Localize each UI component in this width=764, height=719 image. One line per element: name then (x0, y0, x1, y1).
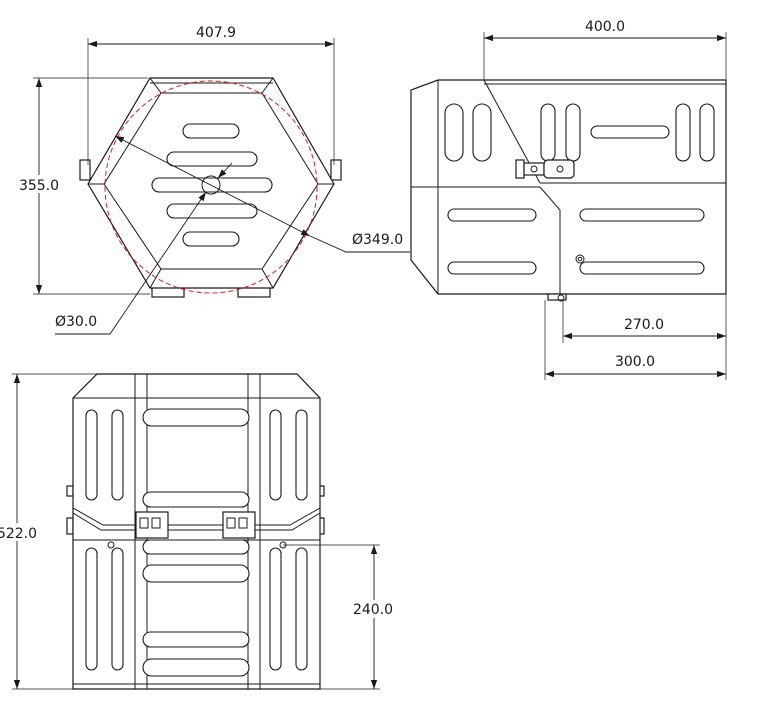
bottom-slot (142, 408, 250, 427)
bottom-slot (142, 564, 250, 583)
side-slot (447, 261, 537, 275)
dim-line-hole (55, 191, 207, 335)
dim-hole-diameter: Ø30.0 (55, 314, 97, 330)
front-view (79, 77, 342, 298)
front-slot (182, 231, 240, 247)
bottom-slot (85, 547, 98, 671)
bottom-dimensions: 522.0 240.0 (0, 373, 396, 690)
dim-width-front: 407.9 (196, 25, 236, 41)
toggle-latch (515, 159, 575, 179)
dim-height-front: 355.0 (19, 178, 59, 194)
side-slot (590, 125, 670, 139)
side-foot (547, 293, 567, 301)
side-slot (675, 103, 691, 162)
bottom-slot (142, 539, 250, 555)
right-latch (330, 159, 342, 181)
front-slot (166, 203, 258, 219)
front-slot (182, 123, 240, 139)
bottom-slot (111, 409, 124, 501)
dim-circle-diameter: Ø349.0 (352, 232, 403, 248)
front-dimensions: 407.9 355.0 Ø349.0 Ø30.0 (19, 25, 410, 335)
side-view (410, 79, 727, 302)
bottom-slot (269, 547, 282, 671)
bottom-screw (107, 541, 115, 549)
bottom-slot (295, 409, 308, 501)
front-slot (151, 177, 273, 193)
bottom-slot (269, 409, 282, 501)
side-slot (565, 103, 581, 162)
bottom-view (66, 373, 325, 690)
left-latch (79, 159, 91, 181)
side-slot (444, 103, 464, 162)
dim-line-circle (114, 135, 311, 237)
dim-height-bottom: 522.0 (0, 526, 37, 542)
dim-height-lower-section: 240.0 (353, 602, 393, 618)
dim-length-side: 400.0 (585, 19, 625, 35)
side-slot (540, 103, 556, 162)
dim-depth-inner: 270.0 (624, 317, 664, 333)
front-slot (166, 151, 258, 167)
dim-depth-outer: 300.0 (615, 354, 655, 370)
side-slot (579, 261, 705, 275)
bottom-slot (142, 658, 250, 677)
bottom-slot (295, 547, 308, 671)
side-slot (579, 208, 705, 222)
side-screw (575, 254, 585, 264)
reference-circle (104, 80, 318, 294)
bottom-slot (85, 409, 98, 501)
side-slot (447, 208, 537, 222)
side-slot (472, 103, 492, 162)
bottom-slot (111, 547, 124, 671)
bottom-slot (142, 631, 250, 648)
side-slot (699, 103, 715, 162)
side-dimensions: 400.0 270.0 300.0 (483, 19, 727, 380)
bottom-slot (142, 491, 250, 508)
